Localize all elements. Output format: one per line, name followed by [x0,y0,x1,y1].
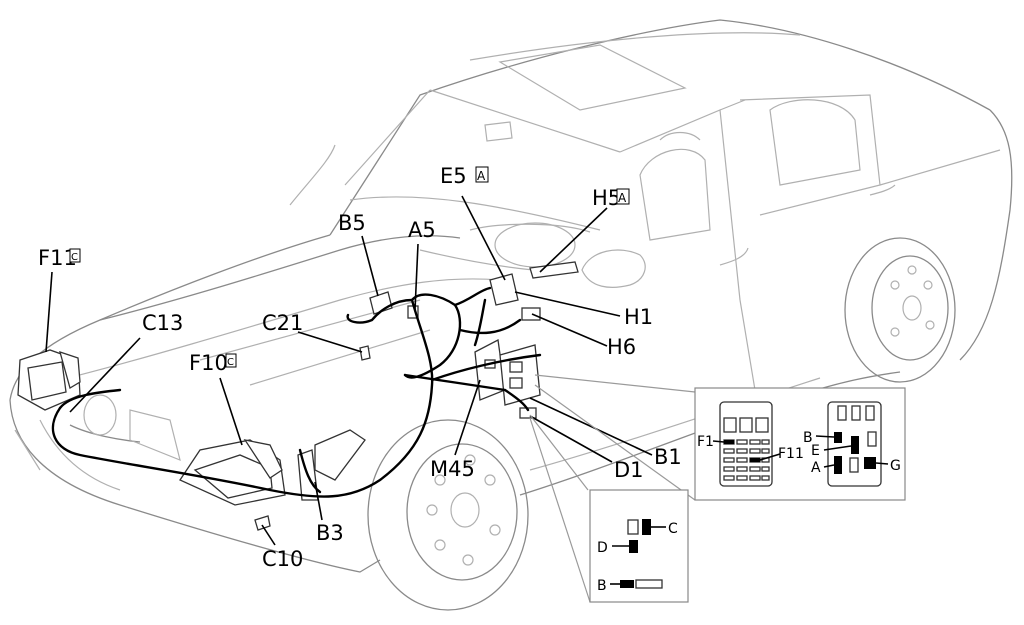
label-h6: H6 [607,335,636,359]
inset-label-g: G [890,458,901,474]
relay-a [834,456,842,474]
inset-label-c: C [668,521,678,537]
tag-e5: A [477,169,486,183]
connector-h6 [521,307,541,321]
connector-c21 [359,345,371,361]
headlight-left [179,439,286,506]
label-d1: D1 [614,458,644,482]
label-f10: F10 [189,351,228,375]
relay-b [834,432,842,443]
relay-c [642,519,651,535]
label-c13: C13 [142,311,183,335]
relay-d [629,540,638,553]
fuse-f11-highlight [750,458,760,462]
tag-f10: C [227,357,234,368]
leader-lines [45,195,696,603]
label-a5: A5 [408,218,436,242]
tag-h5: A [618,191,627,205]
inset-label-b: B [803,430,813,446]
inset-label-d: D [597,540,608,556]
label-h1: H1 [624,305,653,329]
tag-box-f10 [225,353,237,368]
label-b3: B3 [316,521,344,545]
label-h5: H5 [592,186,621,210]
tag-box-f11 [69,248,81,263]
tag-box-e5 [475,166,489,183]
fuse-f1-highlight [724,440,734,444]
wiring-harness [51,286,542,498]
inset-label-a: A [811,460,821,476]
label-c21: C21 [262,311,303,335]
component-labels: F11 C C13 F10 C C21 B5 A5 E5 A H5 A H1 H… [38,164,682,571]
label-m45: M45 [430,457,475,481]
headlight-right [17,349,81,411]
ignition-switch [489,261,579,306]
label-b1: B1 [654,445,682,469]
rear-wheel [844,237,956,383]
tag-f11: C [71,252,78,263]
label-c10: C10 [262,547,303,571]
connector-c10 [254,515,271,531]
inset-relay: C D B [589,489,689,603]
relay-g [864,457,876,469]
front-wheel [367,419,529,611]
car-body-outline [9,19,1013,573]
inset-label-f1: F1 [697,434,714,450]
fuse-grid [723,439,770,481]
label-b5: B5 [338,211,366,235]
fuse-box-m45 [474,338,541,406]
tag-box-h5 [616,188,630,205]
relay-b-small [620,580,634,588]
inset-label-b-small: B [597,578,607,594]
relay-e [851,436,859,454]
ecu-b3 [297,429,366,501]
inset-label-e: E [811,443,820,459]
inset-fusebox: F1 F11 B E A G [694,387,906,501]
inset-label-f11: F11 [778,446,804,462]
label-e5: E5 [440,164,467,188]
